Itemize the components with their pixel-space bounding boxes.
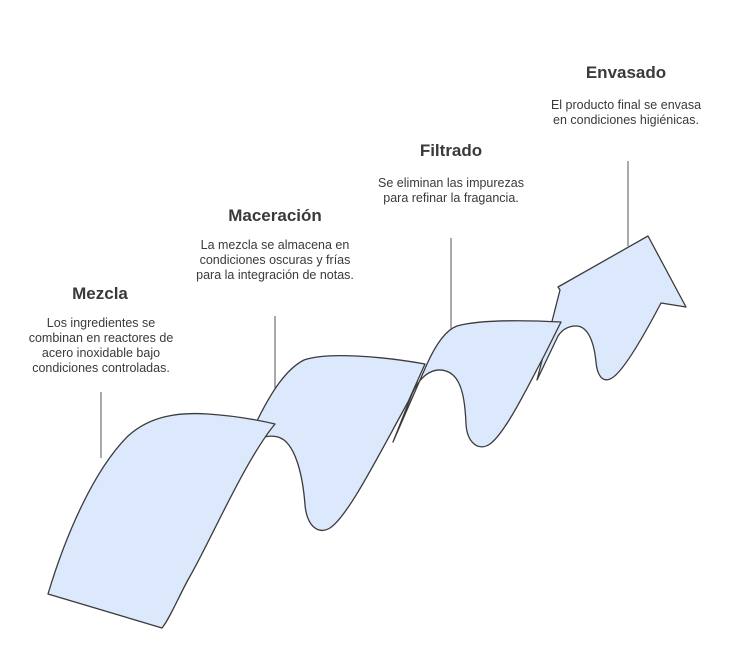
- step-description-mezcla: Los ingredientes se combinan en reactore…: [28, 316, 174, 375]
- step-description-maceracion: La mezcla se almacena en condiciones osc…: [196, 238, 354, 282]
- ribbon-segment-maceracion: [203, 355, 426, 531]
- ribbon-segment-filtrado: [392, 320, 562, 448]
- ribbon-segment-mezcla: [47, 412, 276, 629]
- step-description-filtrado: Se eliminan las impurezas para refinar l…: [378, 176, 524, 205]
- step-title-maceracion: Maceración: [228, 206, 322, 225]
- ribbon-segment-envasado: [536, 235, 687, 381]
- step-title-mezcla: Mezcla: [72, 284, 128, 303]
- step-description-envasado: El producto final se envasa en condicion…: [550, 98, 702, 127]
- step-title-filtrado: Filtrado: [419, 141, 483, 160]
- step-title-envasado: Envasado: [585, 63, 667, 82]
